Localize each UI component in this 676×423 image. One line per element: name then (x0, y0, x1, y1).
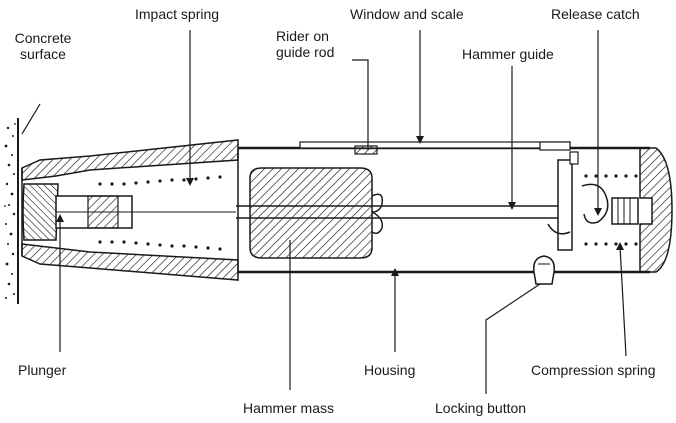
leader-rider-guide-rod (352, 59, 369, 150)
leader-compression-spring (619, 245, 627, 357)
label-rider-line1: Rider on (276, 28, 329, 44)
leader-concrete-surface (21, 103, 41, 135)
label-housing: Housing (364, 362, 416, 378)
plunger (22, 183, 236, 241)
release-catch-assembly (547, 151, 639, 251)
leader-lines (21, 30, 627, 394)
window-scale (299, 141, 571, 155)
label-concrete-surface-line2: surface (20, 46, 66, 62)
label-compression-spring: Compression spring (531, 362, 656, 378)
label-concrete-surface: Concrete surface (2, 30, 84, 62)
label-rider-line2: guide rod (276, 44, 335, 60)
label-hammer-mass: Hammer mass (243, 400, 335, 416)
label-hammer-guide: Hammer guide (462, 46, 554, 62)
label-rider-on-guide-rod: Rider on guide rod (276, 28, 334, 60)
label-locking-button: Locking button (435, 400, 527, 416)
label-impact-spring: Impact spring (135, 6, 220, 22)
compression-spring (584, 174, 638, 246)
arrow-heads (56, 136, 624, 276)
impact-spring (98, 175, 222, 251)
label-release-catch: Release catch (551, 6, 640, 22)
hammer-guide-rod (236, 205, 560, 219)
label-concrete-surface-line1: Concrete (14, 30, 72, 46)
leader-locking-button (485, 283, 541, 394)
label-plunger: Plunger (18, 362, 67, 378)
label-window-and-scale: Window and scale (350, 6, 464, 22)
hammer-mass (249, 167, 384, 259)
rear-cap (639, 147, 673, 273)
locking-button (532, 255, 556, 285)
concrete-surface (4, 118, 19, 304)
